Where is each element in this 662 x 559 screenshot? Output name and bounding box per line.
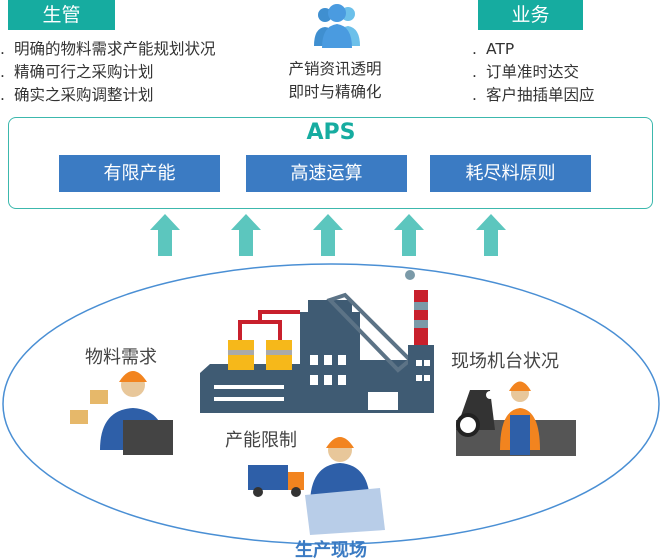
module-finite-capacity: 有限产能: [59, 155, 220, 192]
bullet-text: 确实之采购调整计划: [14, 86, 154, 104]
module-depletion: 耗尽料原则: [430, 155, 591, 192]
up-arrow-icon: [313, 214, 343, 256]
worker-machine-icon: [456, 381, 576, 456]
up-arrow-icon: [150, 214, 180, 256]
up-arrows: [150, 214, 506, 256]
bullet-item: . 确实之采购调整计划: [0, 84, 216, 107]
bullet-text: ATP: [486, 40, 515, 58]
bullet-dot: .: [472, 63, 477, 81]
up-arrow-icon: [476, 214, 506, 256]
shop-floor-ellipse: [2, 263, 660, 545]
bullet-item: . 客户抽插单因应: [472, 84, 595, 107]
bullet-dot: .: [0, 63, 5, 81]
bullet-item: . 精确可行之采购计划: [0, 61, 216, 84]
aps-panel: [8, 117, 653, 209]
factory-icon: [200, 270, 434, 413]
bullet-item: . 订单准时达交: [472, 61, 595, 84]
module-high-speed: 高速运算: [246, 155, 407, 192]
tag-sales: 业务: [478, 0, 583, 30]
center-line: 即时与精确化: [288, 83, 382, 101]
center-line: 产销资讯透明: [288, 60, 382, 78]
worker-laptop-icon: [70, 371, 173, 455]
left-bullets: . 明确的物料需求产能规划状况 . 精确可行之采购计划 . 确实之采购调整计划: [0, 38, 216, 107]
bullet-dot: .: [472, 86, 477, 104]
center-text: 产销资讯透明 即时与精确化: [270, 58, 400, 104]
users-icon: [314, 4, 360, 48]
worker-planning-icon: [248, 437, 385, 535]
bullet-text: 客户抽插单因应: [486, 86, 595, 104]
bullet-text: 明确的物料需求产能规划状况: [14, 40, 216, 58]
tag-production-mgmt: 生管: [8, 0, 115, 30]
bullet-text: 订单准时达交: [486, 63, 580, 81]
up-arrow-icon: [394, 214, 424, 256]
label-material-demand: 物料需求: [85, 347, 157, 368]
label-machine-status: 现场机台状况: [451, 351, 559, 372]
bullet-item: . ATP: [472, 38, 595, 61]
bullet-dot: .: [0, 40, 5, 58]
aps-title: APS: [306, 120, 356, 145]
bullet-dot: .: [0, 86, 5, 104]
shop-floor-title: 生产现场: [295, 540, 367, 559]
up-arrow-icon: [231, 214, 261, 256]
bullet-text: 精确可行之采购计划: [14, 63, 154, 81]
bullet-dot: .: [472, 40, 477, 58]
bullet-item: . 明确的物料需求产能规划状况: [0, 38, 216, 61]
label-capacity-limit: 产能限制: [225, 430, 297, 451]
right-bullets: . ATP . 订单准时达交 . 客户抽插单因应: [472, 38, 595, 107]
